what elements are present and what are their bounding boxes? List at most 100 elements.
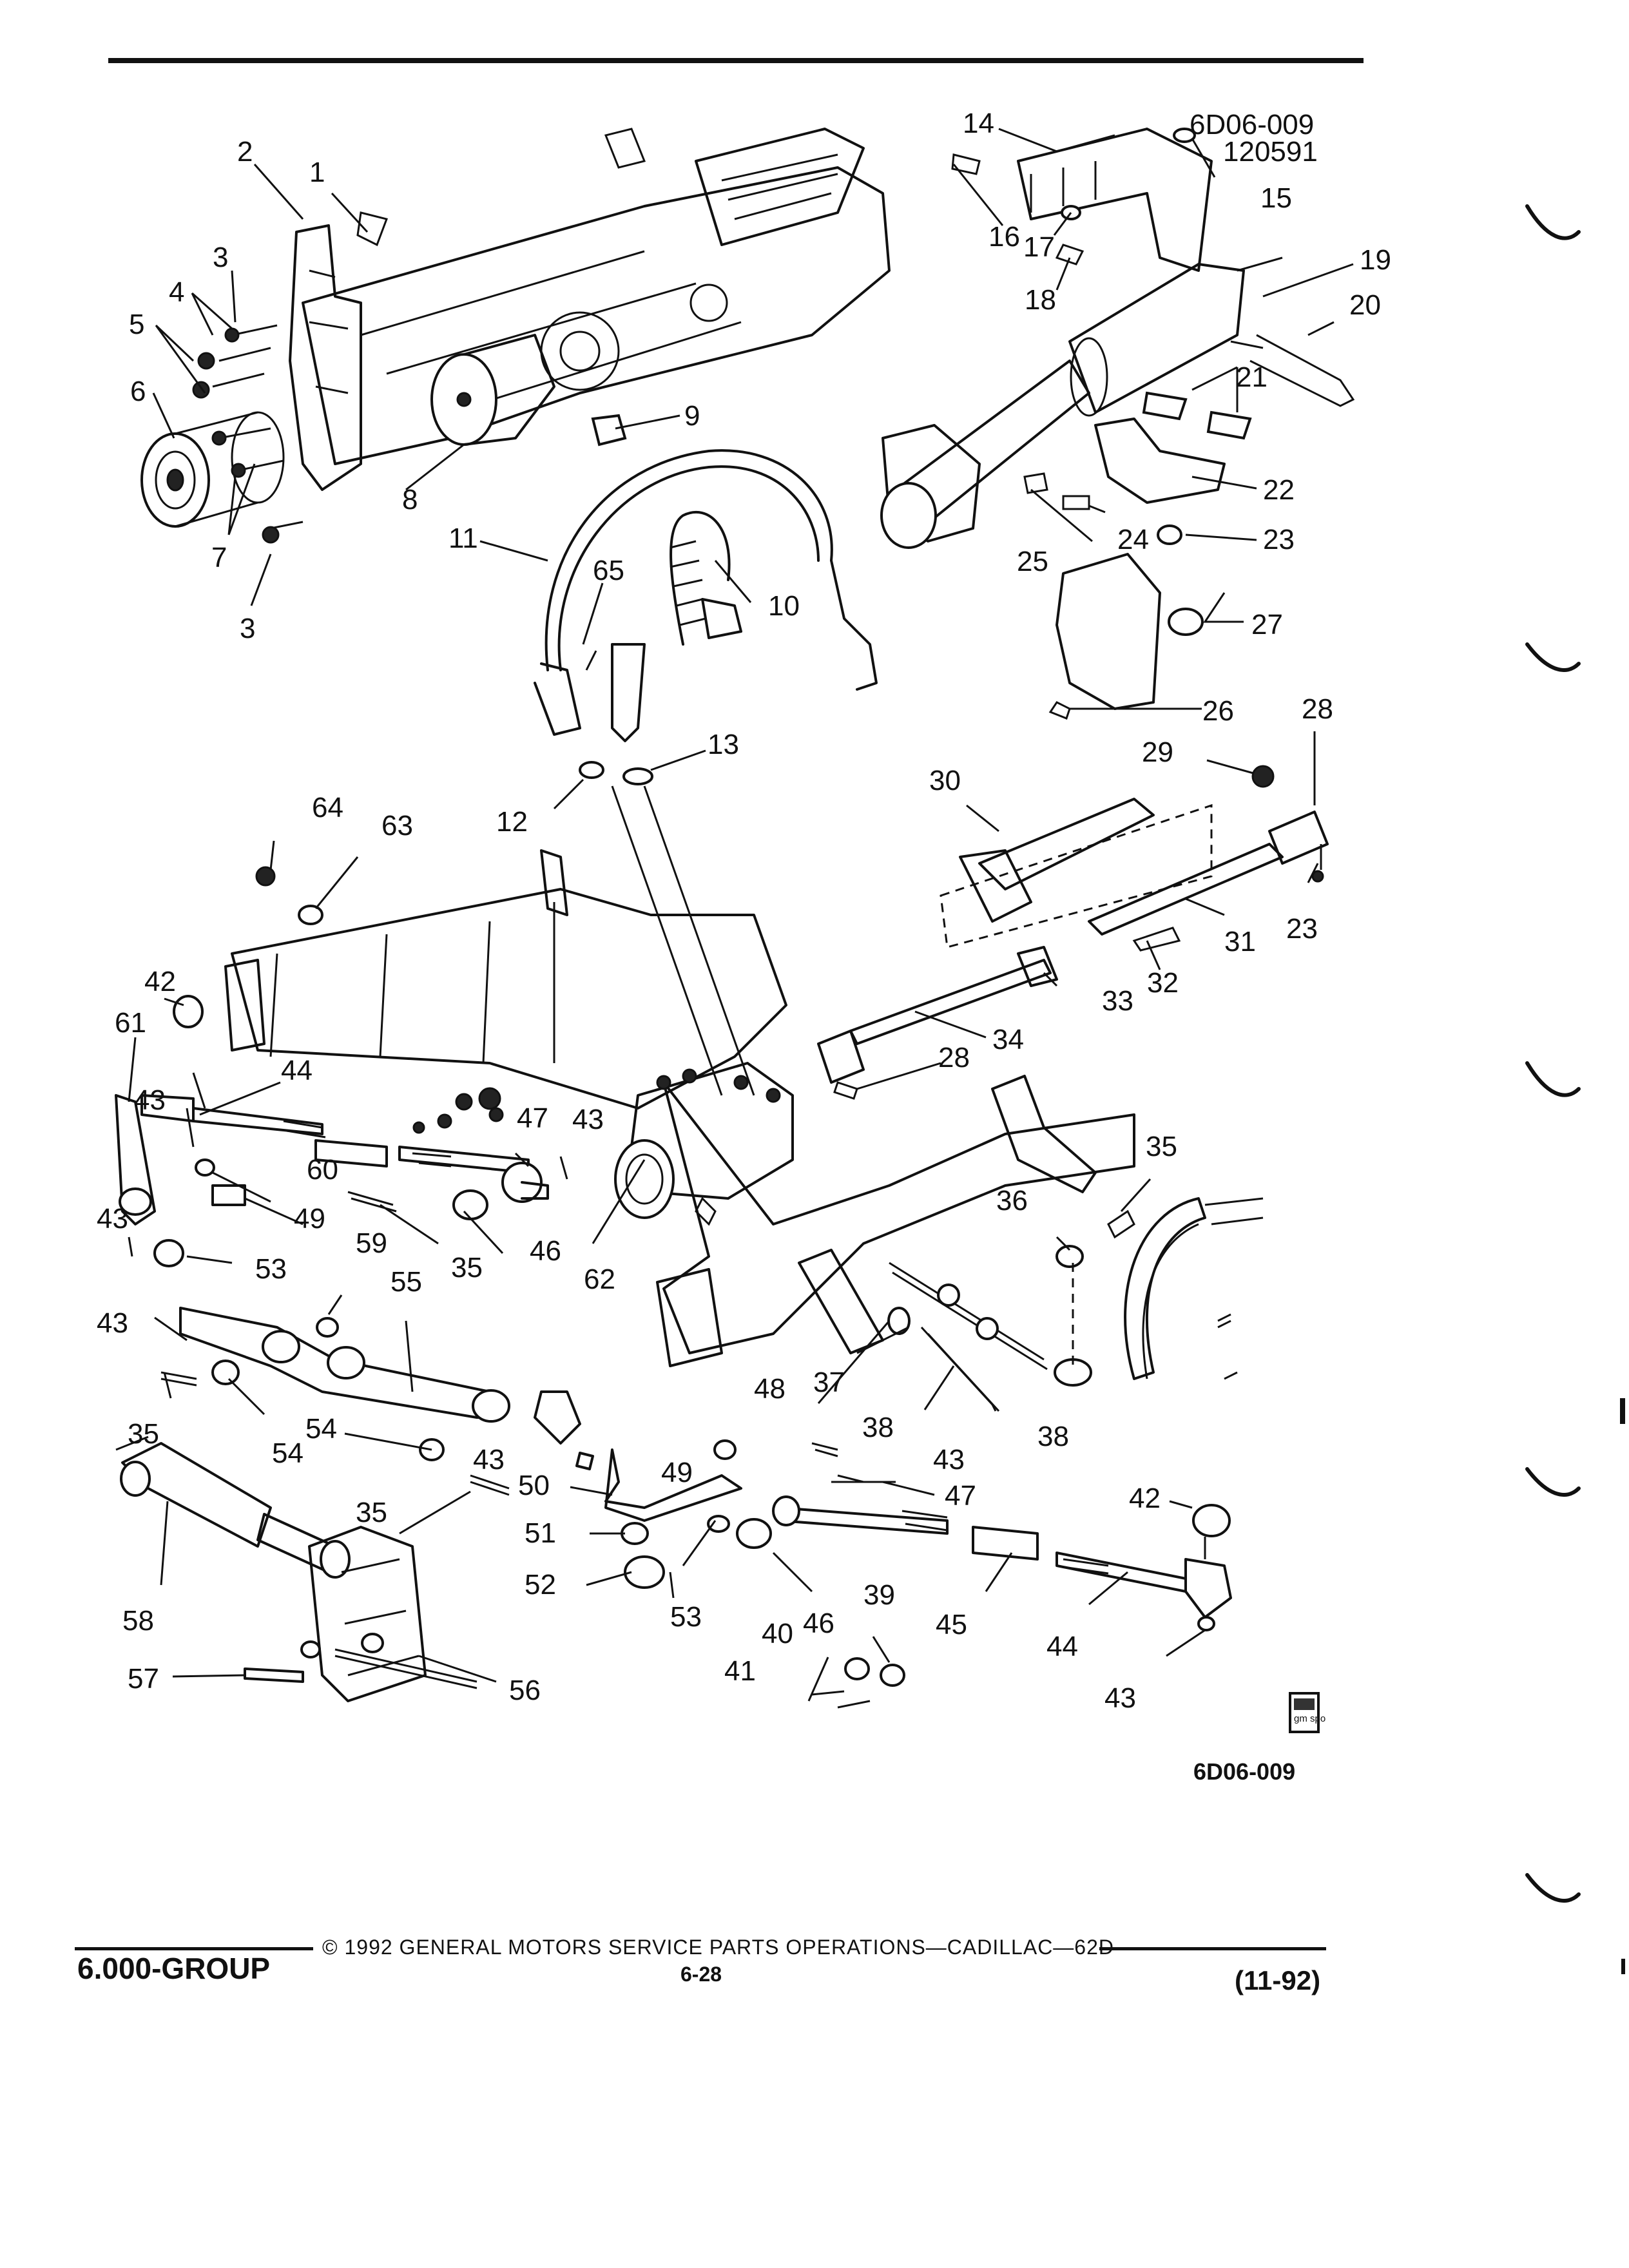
callout-3: 3 [213, 242, 228, 273]
figure-code: 6D06-009 [1190, 109, 1314, 140]
callout-numbers: 1 2 3 3 4 5 6 7 8 9 10 11 12 13 14 15 16… [97, 108, 1391, 1714]
callout-30: 30 [929, 765, 961, 796]
callout-13: 13 [708, 729, 739, 760]
callout-46: 46 [803, 1608, 834, 1639]
frame-crossmember-drawing [224, 888, 1135, 1367]
callout-43: 43 [933, 1444, 965, 1475]
callout-11: 11 [448, 523, 478, 554]
footer-page-number: 6-28 [680, 1963, 722, 1986]
column-support-drawing [1023, 391, 1252, 720]
callout-8: 8 [402, 484, 418, 515]
callout-26: 26 [1202, 695, 1234, 727]
callout-24: 24 [1117, 524, 1149, 555]
callout-21: 21 [1236, 361, 1268, 393]
callout-43: 43 [97, 1307, 128, 1339]
callout-43: 43 [97, 1203, 128, 1235]
callout-31: 31 [1224, 926, 1256, 957]
callout-35: 35 [356, 1497, 387, 1528]
callout-48: 48 [754, 1373, 786, 1405]
callout-15: 15 [1260, 182, 1292, 214]
figure-date: 120591 [1223, 136, 1318, 168]
callout-22: 22 [1263, 474, 1295, 506]
tie-rod-right-drawing [736, 1495, 1232, 1709]
callout-10: 10 [768, 590, 800, 622]
callout-58: 58 [122, 1605, 154, 1637]
callout-25: 25 [1017, 546, 1048, 577]
callout-3: 3 [240, 613, 255, 644]
center-link-drawing [153, 1239, 594, 1496]
callout-47: 47 [517, 1102, 548, 1134]
callout-52: 52 [525, 1569, 556, 1600]
callout-43: 43 [473, 1444, 505, 1475]
footer-copyright: © 1992 GENERAL MOTORS SERVICE PARTS OPER… [322, 1936, 1114, 1959]
callout-64: 64 [312, 792, 343, 823]
callout-43: 43 [1104, 1682, 1136, 1714]
upper-bracket-drawing [255, 849, 568, 1134]
callout-41: 41 [724, 1655, 756, 1687]
footer-group: 6.000-GROUP [77, 1952, 271, 1985]
brake-rotor-drawing [1124, 1197, 1264, 1380]
frame-bracket-lower-drawing [244, 1526, 477, 1702]
return-hose-drawing [611, 511, 742, 742]
footer-date: (11-92) [1235, 1965, 1321, 1995]
callout-60: 60 [307, 1154, 338, 1186]
tie-rod-left-drawing [115, 995, 549, 1225]
gm-spo-logo: gm spo [1289, 1692, 1325, 1733]
callout-32: 32 [1147, 967, 1179, 999]
callout-33: 33 [1102, 985, 1133, 1017]
pulley-drawing [140, 411, 285, 528]
callout-28: 28 [1302, 693, 1333, 725]
callout-29: 29 [1142, 736, 1173, 768]
callout-46: 46 [530, 1235, 561, 1267]
pressure-hose-drawing [534, 449, 878, 736]
callout-62: 62 [584, 1264, 615, 1295]
callout-54: 54 [305, 1413, 337, 1445]
callout-40: 40 [762, 1618, 793, 1649]
callout-42: 42 [1129, 1483, 1161, 1514]
callout-12: 12 [496, 806, 528, 838]
callout-63: 63 [381, 810, 413, 841]
callout-28: 28 [938, 1042, 970, 1073]
callout-27: 27 [1251, 609, 1283, 640]
callout-59: 59 [356, 1227, 387, 1259]
callout-35: 35 [1146, 1131, 1177, 1162]
callout-9: 9 [684, 400, 700, 432]
pitman-idler-drawing [604, 1439, 864, 1589]
intermediate-shaft-drawing [817, 754, 1329, 1100]
seal-washers-drawing [579, 761, 755, 1096]
steering-column-drawing [880, 256, 1355, 549]
engine-block-drawing [302, 128, 891, 465]
callout-51: 51 [525, 1517, 556, 1549]
callout-1: 1 [309, 157, 325, 188]
pump-bracket-drawing [289, 224, 362, 491]
callout-14: 14 [963, 108, 994, 139]
gm-spo-logo-text: gm spo [1294, 1713, 1325, 1724]
callout-4: 4 [169, 276, 184, 308]
steering-damper-drawing [115, 1436, 351, 1579]
callout-5: 5 [129, 309, 144, 340]
footer-rule-right [1099, 1947, 1326, 1950]
callout-44: 44 [281, 1055, 313, 1086]
callout-34: 34 [992, 1024, 1024, 1055]
callout-61: 61 [115, 1007, 146, 1039]
callout-53: 53 [255, 1253, 287, 1285]
callout-53: 53 [670, 1601, 702, 1633]
callout-20: 20 [1349, 289, 1381, 321]
callout-23: 23 [1263, 524, 1295, 555]
callout-57: 57 [128, 1663, 159, 1695]
callout-56: 56 [509, 1675, 541, 1706]
bolts-upper-left [192, 211, 627, 544]
callout-16: 16 [988, 221, 1020, 253]
callout-19: 19 [1360, 244, 1391, 276]
callout-65: 65 [593, 555, 624, 586]
callout-45: 45 [936, 1609, 967, 1640]
callout-38: 38 [1037, 1421, 1069, 1452]
callout-50: 50 [518, 1470, 550, 1501]
callout-43: 43 [572, 1104, 604, 1135]
callout-47: 47 [945, 1480, 976, 1512]
callout-44: 44 [1046, 1631, 1078, 1662]
lower-control-arm-bolts-drawing [887, 1209, 1135, 1412]
callout-54: 54 [272, 1437, 304, 1469]
callout-55: 55 [390, 1266, 422, 1298]
callout-38: 38 [862, 1412, 894, 1443]
